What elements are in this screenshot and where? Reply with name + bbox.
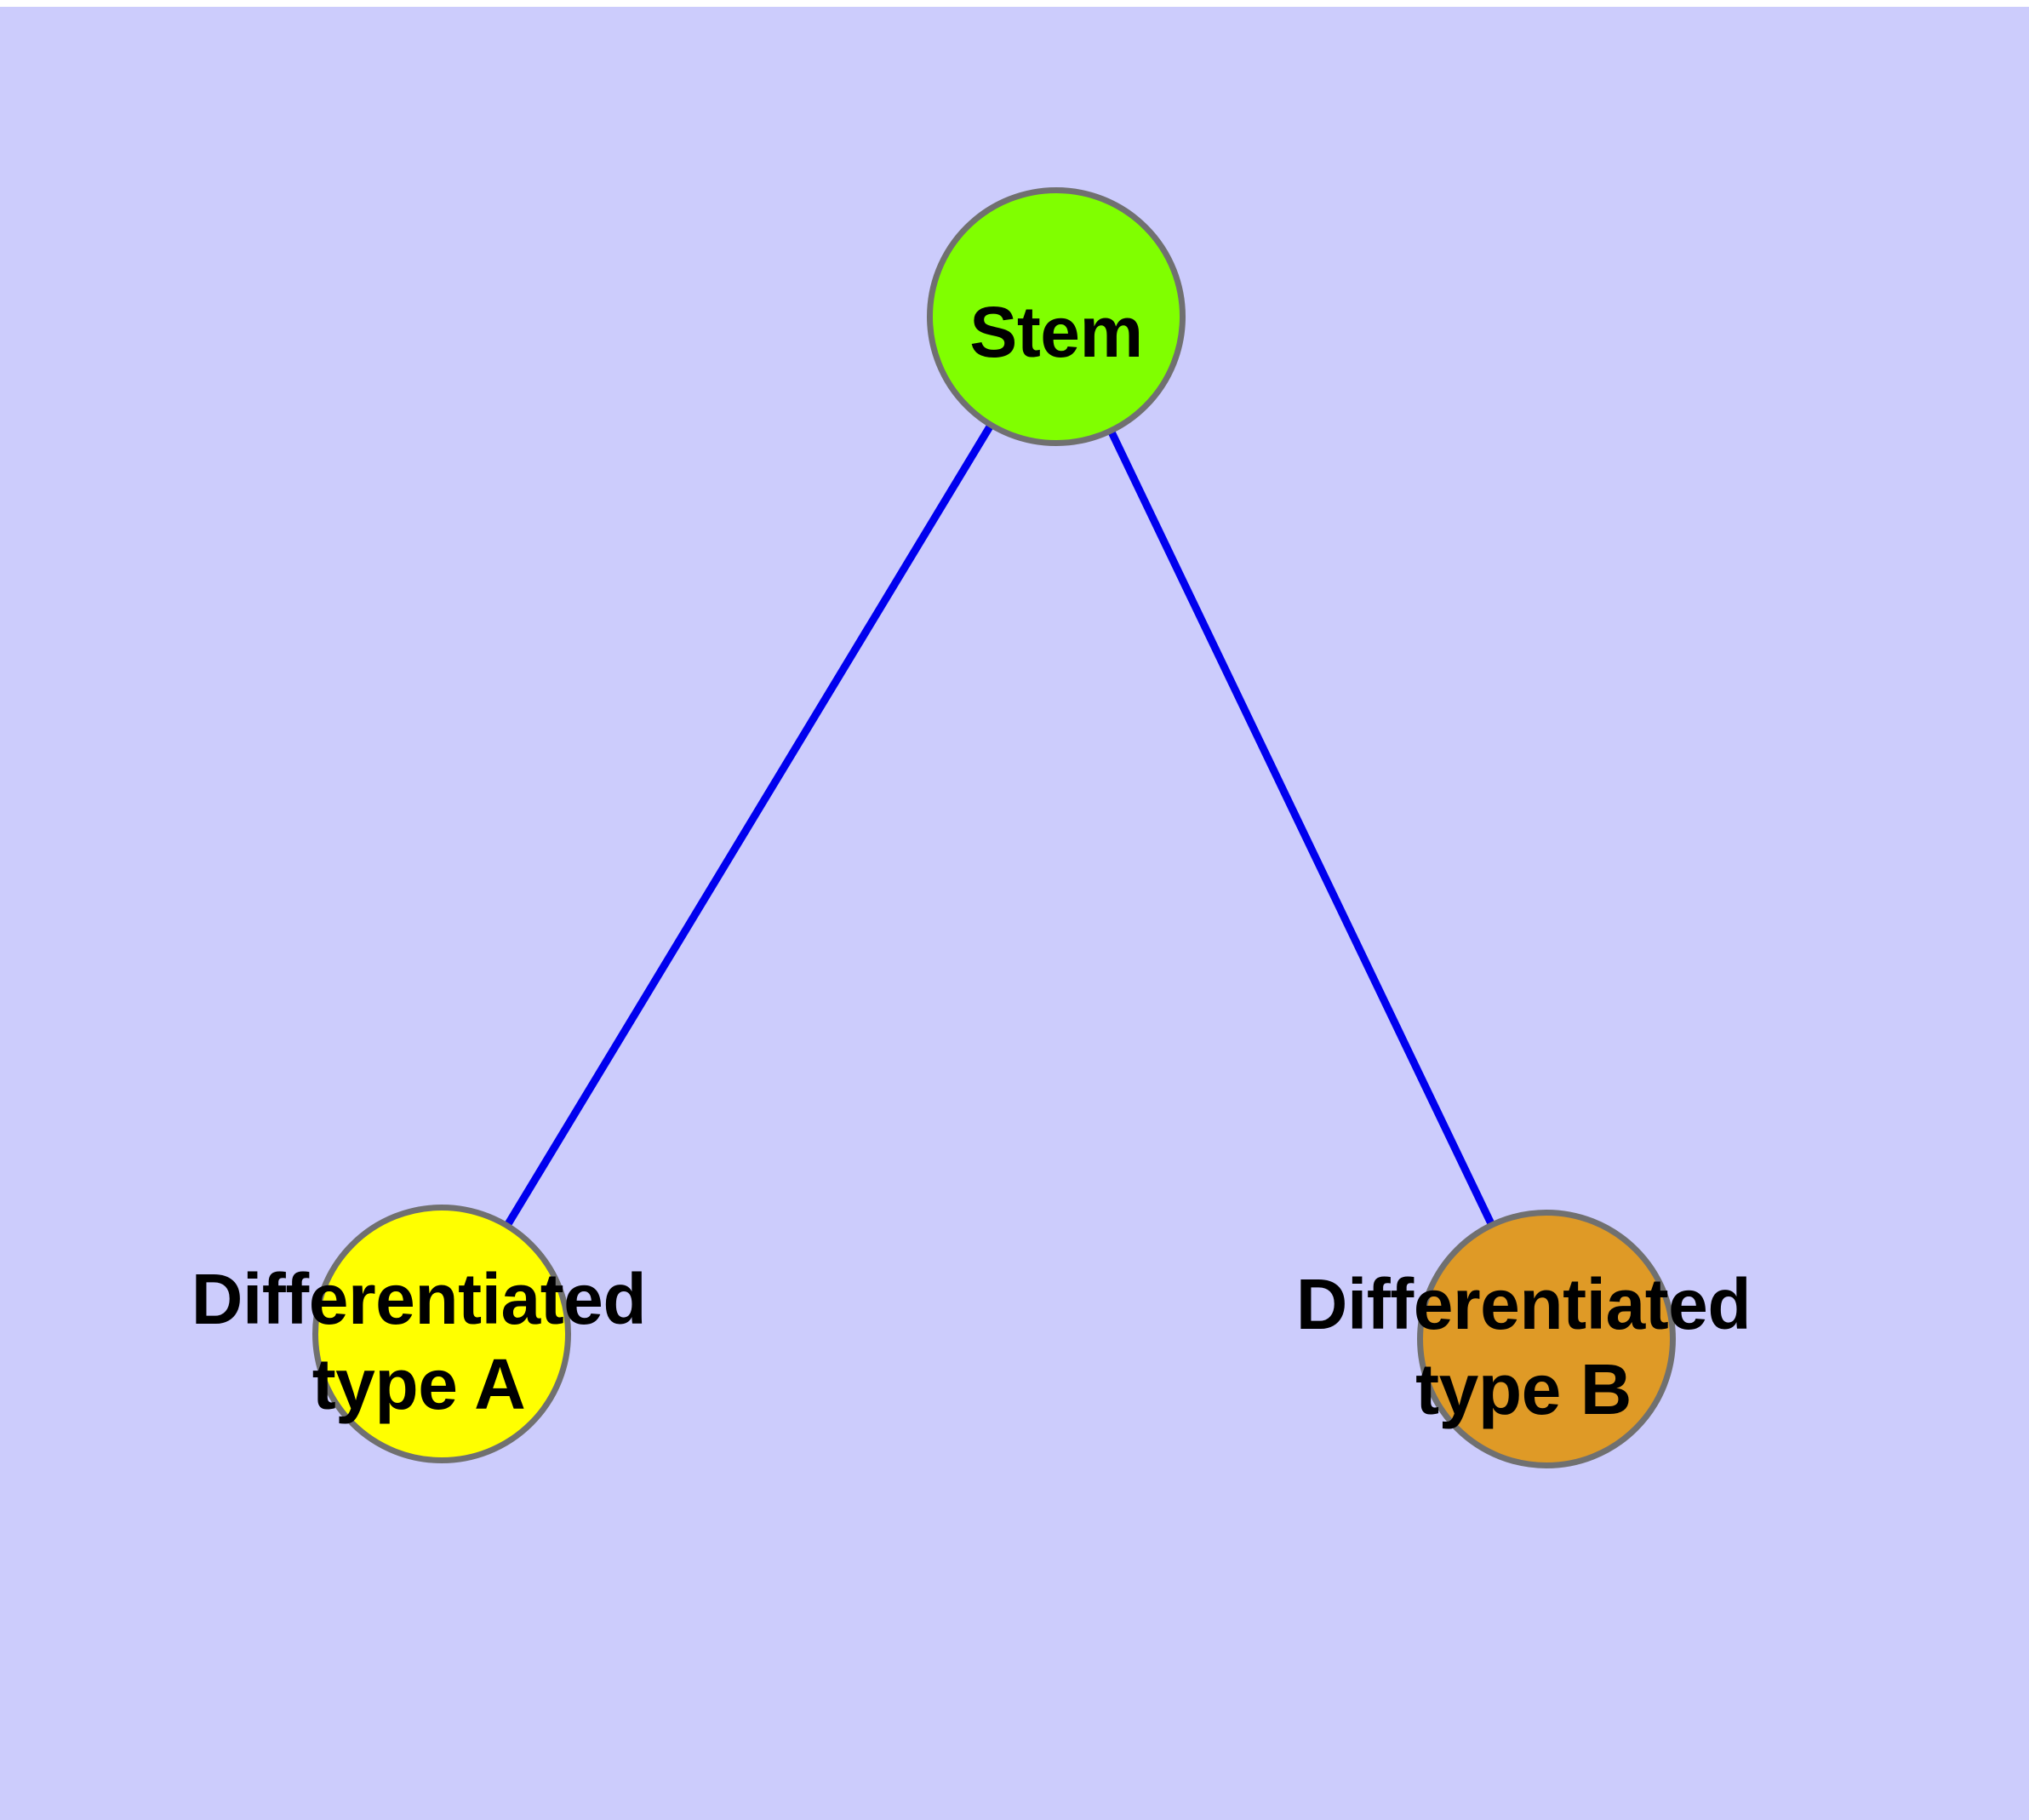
node-stem[interactable] [927,187,1186,446]
graph-svg [312,187,1676,1468]
edge-stem-to-differentiated-type-a [438,314,1060,1336]
edge-stem-to-differentiated-type-b [1052,315,1551,1341]
edge-layer [438,314,1551,1341]
diagram-plot-area: Stem Differentiated type A Differentiate… [0,7,2029,1820]
node-layer [312,187,1676,1468]
node-differentiated-type-a[interactable] [312,1205,571,1463]
node-differentiated-type-b[interactable] [1417,1210,1676,1468]
